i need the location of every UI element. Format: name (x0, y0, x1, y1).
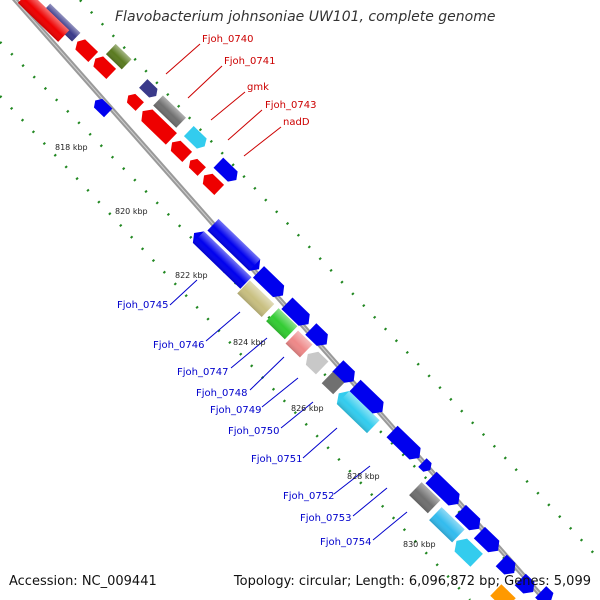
gene-gray-b (321, 371, 345, 395)
gene-labels-forward: Fjoh_0740 Fjoh_0741 gmk Fjoh_0743 nadD (202, 34, 316, 128)
gene-red-fjoh0740 (75, 39, 99, 62)
map-title: Flavobacterium johnsoniae UW101, complet… (115, 9, 496, 25)
genes-forward-strand (41, 3, 554, 600)
gene-label: gmk (247, 82, 269, 93)
gene-red-2 (93, 56, 117, 79)
gene-label: Fjoh_0749 (210, 405, 261, 416)
gene-label: Fjoh_0745 (117, 300, 168, 311)
gene-blue-inner (93, 98, 113, 118)
gene-label: Fjoh_0747 (177, 367, 228, 378)
gene-label: Fjoh_0740 (202, 34, 253, 45)
genes-reverse-strand (17, 0, 516, 600)
gene-blue-a2 (252, 266, 285, 298)
gene-blue-a9 (425, 471, 460, 506)
gene-labels-reverse: Fjoh_0745 Fjoh_0746 Fjoh_0747 Fjoh_0748 … (117, 300, 371, 548)
gene-label: Fjoh_0754 (320, 537, 371, 548)
tick-label: 822 kbp (175, 271, 208, 280)
gene-red-fjoh0741 (126, 93, 144, 111)
gene-blue-a11 (473, 526, 500, 553)
gene-label: Fjoh_0741 (224, 56, 275, 67)
gene-label: Fjoh_0752 (283, 491, 334, 502)
gene-blue-a8 (418, 458, 432, 472)
gene-blue-nadD (213, 157, 238, 182)
gene-label: Fjoh_0753 (300, 513, 351, 524)
gene-label: Fjoh_0746 (153, 340, 204, 351)
gene-label: Fjoh_0743 (265, 100, 316, 111)
accession-label: Accession: NC_009441 (9, 574, 157, 589)
scale-ticks: 818 kbp 820 kbp 822 kbp 824 kbp 826 kbp … (55, 143, 436, 549)
gene-blue-a6 (349, 379, 384, 414)
gene-blue-a3 (281, 297, 310, 326)
tick-label: 830 kbp (403, 540, 436, 549)
dotted-track-inner (0, 41, 546, 600)
gene-orange (490, 584, 516, 600)
gene-blue-a4 (305, 323, 328, 346)
gene-red-4 (170, 140, 193, 162)
gene-label: Fjoh_0750 (228, 426, 279, 437)
tick-label: 826 kbp (291, 404, 324, 413)
gene-label: nadD (283, 117, 310, 128)
dotted-track-outer (79, 0, 600, 561)
gene-red-5 (188, 158, 206, 176)
gene-label: Fjoh_0748 (196, 388, 247, 399)
gene-cyan-gmk (183, 126, 207, 149)
tick-label: 818 kbp (55, 143, 88, 152)
gene-blue-a7 (386, 425, 421, 460)
gene-label: Fjoh_0751 (251, 454, 302, 465)
gene-red-6 (202, 173, 225, 195)
gene-blue-a13 (514, 573, 535, 594)
gene-blue-a10 (454, 504, 481, 531)
gene-blue-a12 (495, 554, 516, 575)
tick-label: 828 kbp (347, 472, 380, 481)
label-leader-lines (165, 43, 408, 541)
gene-cyan-fjoh0754 (454, 538, 483, 567)
gene-navy-small (139, 79, 158, 98)
tick-label: 820 kbp (115, 207, 148, 216)
gene-lightgray-fjoh0749 (305, 351, 329, 375)
gene-red-3 (141, 109, 177, 145)
genome-summary: Topology: circular; Length: 6,096,872 bp… (233, 574, 591, 589)
tick-label: 824 kbp (233, 338, 266, 347)
